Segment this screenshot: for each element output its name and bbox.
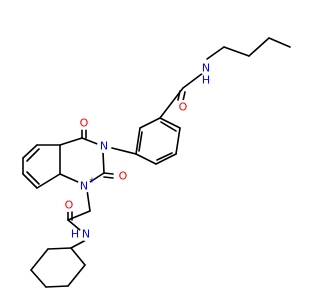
bonds [22, 37, 291, 288]
bond-cyclohexyl-1 [47, 247, 72, 250]
bond-butyl-1 [206, 46, 225, 60]
bond-benzo-inner-1 [26, 148, 40, 162]
atom-n1-charge: + [89, 176, 96, 185]
bond-benzo-2 [22, 144, 38, 159]
atom-n-cyclohexyl-amide: N H [71, 227, 93, 241]
atom-n-cyclohexyl-amide-label: N [82, 228, 90, 241]
bond-cyclohexyl-4 [45, 285, 69, 288]
bond-butyl-3 [248, 37, 270, 57]
atom-h-cyclohexyl-amide-label: H [71, 228, 79, 241]
bond-benzo-4 [22, 173, 38, 189]
bond-benzene-2 [135, 127, 141, 155]
atom-o-c2: O [116, 169, 130, 183]
atom-n-butyl-amide-label: N [202, 62, 210, 75]
bond-c4-c4a [59, 137, 83, 146]
bond-ch2-amide-top [159, 87, 184, 119]
bond-c2-o-b [103, 176, 114, 179]
bond-benzene-4 [155, 153, 177, 165]
bond-n3-c4 [81, 137, 101, 146]
atom-o-c4: O [77, 116, 91, 130]
bond-benzene-5 [175, 127, 181, 155]
bond-benzene-3 [135, 153, 157, 165]
atom-o-butyl-amide-label: O [179, 101, 188, 114]
bond-benzene-1 [139, 117, 161, 129]
bond-c-n-glycine [67, 219, 81, 231]
bond-benzene-inner-1 [138, 131, 143, 152]
atom-o-c4-label: O [80, 117, 89, 130]
atom-n-butyl-amide: N H [199, 61, 213, 87]
bond-cyclohexyl-3 [30, 269, 47, 288]
bond-c2-o-a [103, 172, 114, 175]
bond-benzo-5 [36, 173, 61, 189]
bond-n3-benzene [111, 147, 137, 155]
bond-n1-ch2 [86, 189, 91, 212]
bond-cyclohexyl-2 [30, 248, 49, 271]
atom-o-butyl-amide: O [176, 100, 190, 114]
bond-c2-n1 [89, 172, 105, 183]
bond-co-amide-top-b [182, 91, 186, 102]
atom-n3: N [97, 139, 111, 153]
atom-n1: N + [77, 176, 96, 193]
bond-n-cyclohexyl [70, 239, 87, 249]
bond-butyl-4 [268, 37, 291, 48]
atom-n1-label: N [80, 180, 88, 193]
molecule-canvas: O N H O N O N + O N H [22, 37, 291, 288]
bond-n3-c2 [102, 151, 105, 174]
atom-o-glycine-amide-label: O [65, 199, 74, 212]
bond-benzene-6 [159, 117, 181, 129]
atom-o-c2-label: O [119, 170, 128, 183]
bond-benzo-inner-2 [26, 171, 40, 185]
bond-benzene-inner-2 [156, 152, 173, 161]
bond-n1-c8a [59, 173, 79, 183]
atom-o-glycine-amide: O [62, 198, 76, 212]
atom-n3-label: N [100, 140, 108, 153]
atom-h-butyl-amide-label: H [202, 74, 210, 87]
atom-labels: O N H O N O N + O N H [62, 61, 213, 241]
bond-cyclohexyl-6 [70, 247, 86, 266]
bond-benzene-inner-3 [160, 121, 177, 132]
bond-cyclohexyl-5 [67, 264, 86, 287]
bond-cn-amide-top [182, 72, 204, 89]
bond-butyl-2 [223, 46, 250, 57]
molecule-structure: O N H O N O N + O N H [22, 37, 291, 288]
